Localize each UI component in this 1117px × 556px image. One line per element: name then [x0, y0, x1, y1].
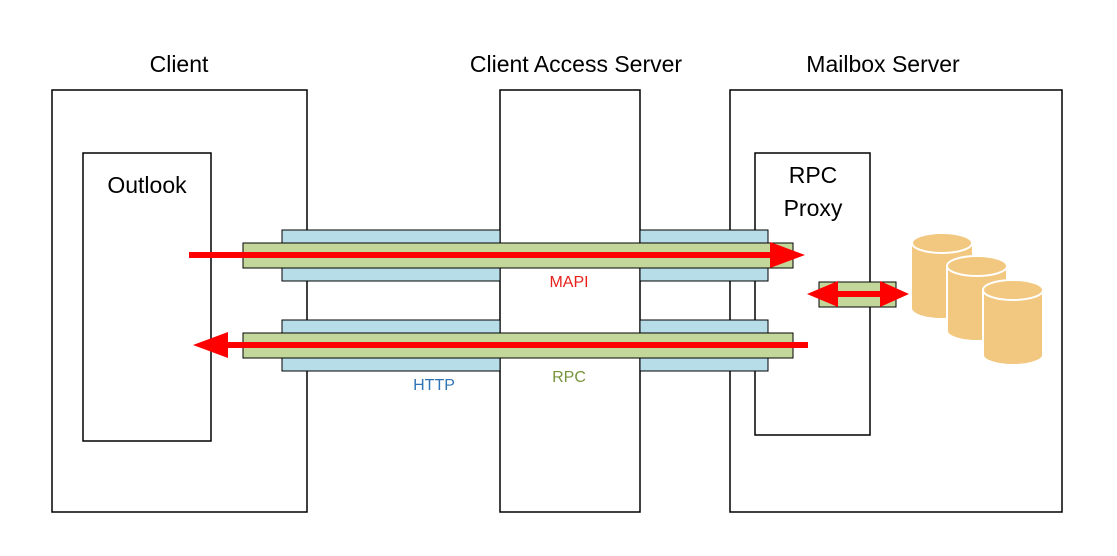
- rpc-label: RPC: [552, 369, 586, 386]
- outlook-label: Outlook: [107, 172, 187, 198]
- http-label: HTTP: [413, 377, 455, 394]
- response-arrow: [193, 332, 808, 358]
- cas-box: [499, 89, 641, 513]
- request-arrow: [189, 242, 805, 268]
- rpc-proxy-label-line2: Proxy: [784, 195, 843, 221]
- client-header: Client: [150, 51, 209, 77]
- mailbox-server-header: Mailbox Server: [806, 51, 960, 77]
- cas-header: Client Access Server: [470, 51, 683, 77]
- database-icon: [982, 279, 1044, 366]
- bidirectional-arrow: [807, 281, 909, 307]
- rpc-proxy-label-line1: RPC: [789, 162, 838, 188]
- outlook-box: [82, 152, 212, 442]
- mapi-label: MAPI: [549, 274, 588, 291]
